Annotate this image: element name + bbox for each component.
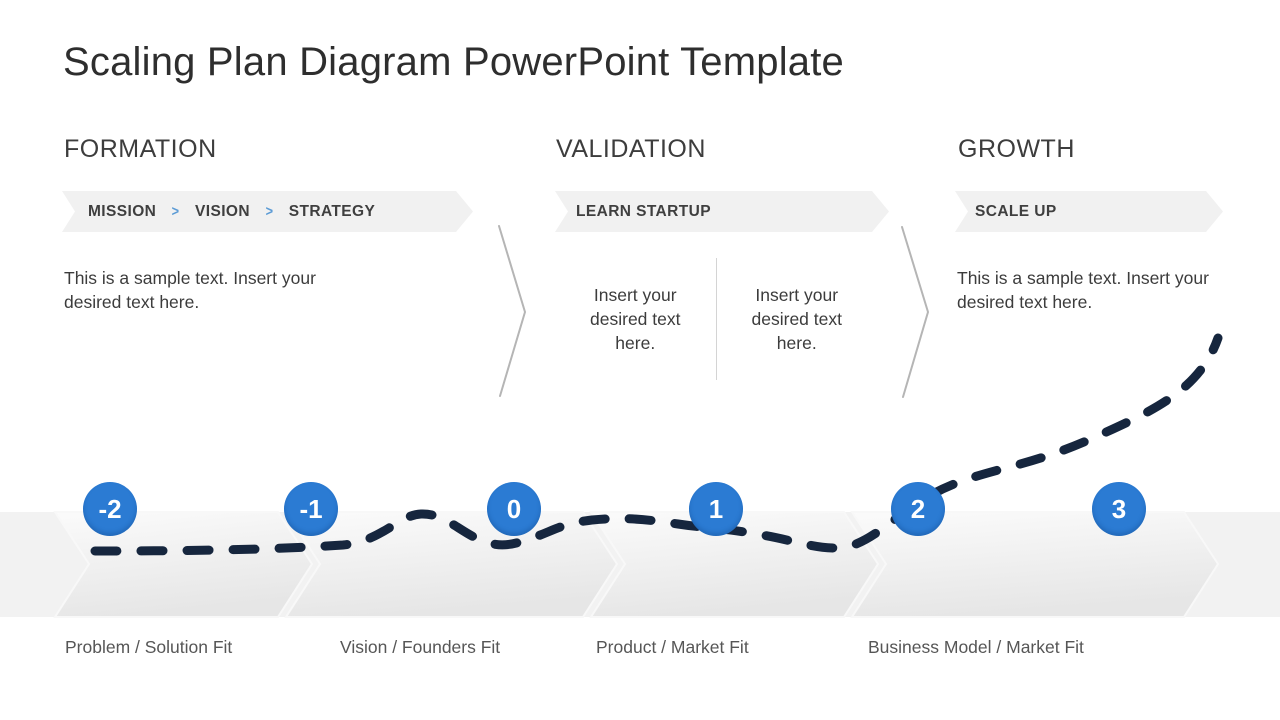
milestone-marker: 2	[891, 482, 945, 536]
milestone-marker: -2	[83, 482, 137, 536]
chevron-right-icon: >	[171, 203, 180, 220]
growth-banner: SCALE UP	[955, 191, 1223, 232]
chevron-right-icon: >	[265, 203, 274, 220]
milestone-marker: 3	[1092, 482, 1146, 536]
banner-item-vision: VISION	[195, 202, 250, 220]
stage-arrow	[53, 511, 314, 618]
stage-label: Vision / Founders Fit	[340, 637, 501, 657]
section-separator-chevron	[498, 225, 527, 397]
validation-column-text: Insert your desired text here.	[751, 285, 842, 353]
stage-arrow	[850, 511, 1220, 618]
growth-sample-text: This is a sample text. Insert your desir…	[957, 268, 1209, 312]
stage-label: Business Model / Market Fit	[868, 637, 1084, 657]
formation-sample-text: This is a sample text. Insert your desir…	[64, 268, 316, 312]
section-header-growth: GROWTH	[958, 135, 1075, 163]
page-title: Scaling Plan Diagram PowerPoint Template	[63, 40, 844, 84]
milestone-marker: 1	[689, 482, 743, 536]
stage-arrow	[589, 511, 880, 618]
validation-column-text: Insert your desired text here.	[555, 258, 717, 380]
banner-item-learn-startup: LEARN STARTUP	[576, 202, 711, 220]
growth-curve	[90, 333, 1223, 556]
banner-item-strategy: STRATEGY	[288, 202, 376, 220]
milestone-marker: 0	[487, 482, 541, 536]
banner-item-mission: MISSION	[88, 202, 157, 220]
section-separator-chevron	[901, 226, 930, 398]
validation-banner: LEARN STARTUP	[555, 191, 889, 232]
validation-columns: Insert your desired text here. Insert yo…	[555, 258, 877, 380]
formation-banner: MISSION > VISION > STRATEGY	[62, 191, 473, 232]
banner-item-scale-up: SCALE UP	[975, 202, 1057, 220]
section-header-validation: VALIDATION	[556, 135, 706, 163]
milestone-marker: -1	[284, 482, 338, 536]
stage-label: Problem / Solution Fit	[65, 637, 233, 657]
stage-label: Product / Market Fit	[596, 637, 749, 657]
section-header-formation: FORMATION	[64, 135, 217, 163]
